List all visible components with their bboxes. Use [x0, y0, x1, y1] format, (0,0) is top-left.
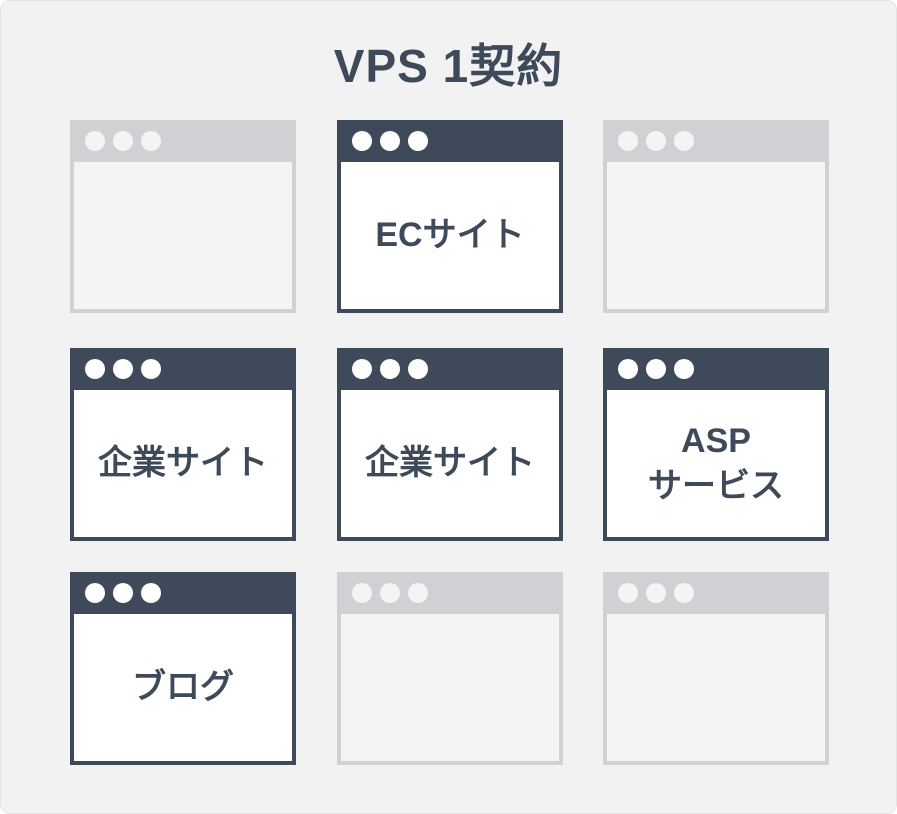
site-window: ブログ [70, 572, 296, 765]
window-label [607, 614, 825, 761]
window-dot-icon [352, 131, 372, 151]
window-dot-icon [85, 583, 105, 603]
window-dot-icon [85, 359, 105, 379]
window-dot-icon [674, 359, 694, 379]
empty-window [337, 572, 563, 765]
window-dot-icon [113, 359, 133, 379]
window-dot-icon [141, 359, 161, 379]
window-dot-icon [646, 583, 666, 603]
window-titlebar [603, 120, 829, 162]
window-dot-icon [85, 131, 105, 151]
empty-window [603, 120, 829, 313]
window-dot-icon [618, 131, 638, 151]
window-titlebar [70, 120, 296, 162]
window-label: 企業サイト [98, 444, 268, 483]
window-titlebar [337, 572, 563, 614]
site-window: 企業サイト [337, 348, 563, 541]
window-label: 企業サイト [365, 444, 535, 483]
window-dot-icon [408, 583, 428, 603]
window-dot-icon [141, 583, 161, 603]
site-window: ASP サービス [603, 348, 829, 541]
window-dot-icon [113, 583, 133, 603]
window-dot-icon [408, 131, 428, 151]
window-dot-icon [113, 131, 133, 151]
site-window: ECサイト [337, 120, 563, 313]
window-label: ASP サービス [648, 422, 784, 505]
window-dot-icon [380, 583, 400, 603]
window-dot-icon [674, 583, 694, 603]
diagram-title: VPS 1契約 [333, 40, 564, 92]
empty-window [603, 572, 829, 765]
site-window: 企業サイト [70, 348, 296, 541]
window-titlebar [603, 572, 829, 614]
window-dot-icon [352, 359, 372, 379]
window-dot-icon [618, 583, 638, 603]
window-titlebar [337, 120, 563, 162]
window-titlebar [337, 348, 563, 390]
window-titlebar [70, 348, 296, 390]
window-dot-icon [408, 359, 428, 379]
window-titlebar [70, 572, 296, 614]
window-dot-icon [141, 131, 161, 151]
window-dot-icon [618, 359, 638, 379]
window-dot-icon [674, 131, 694, 151]
window-label [607, 162, 825, 309]
window-label [74, 162, 292, 309]
window-titlebar [603, 348, 829, 390]
empty-window [70, 120, 296, 313]
window-label: ブログ [132, 668, 234, 707]
window-dot-icon [646, 359, 666, 379]
window-dot-icon [380, 359, 400, 379]
window-dot-icon [380, 131, 400, 151]
window-label: ECサイト [375, 216, 525, 255]
window-dot-icon [646, 131, 666, 151]
window-dot-icon [352, 583, 372, 603]
window-label [341, 614, 559, 761]
